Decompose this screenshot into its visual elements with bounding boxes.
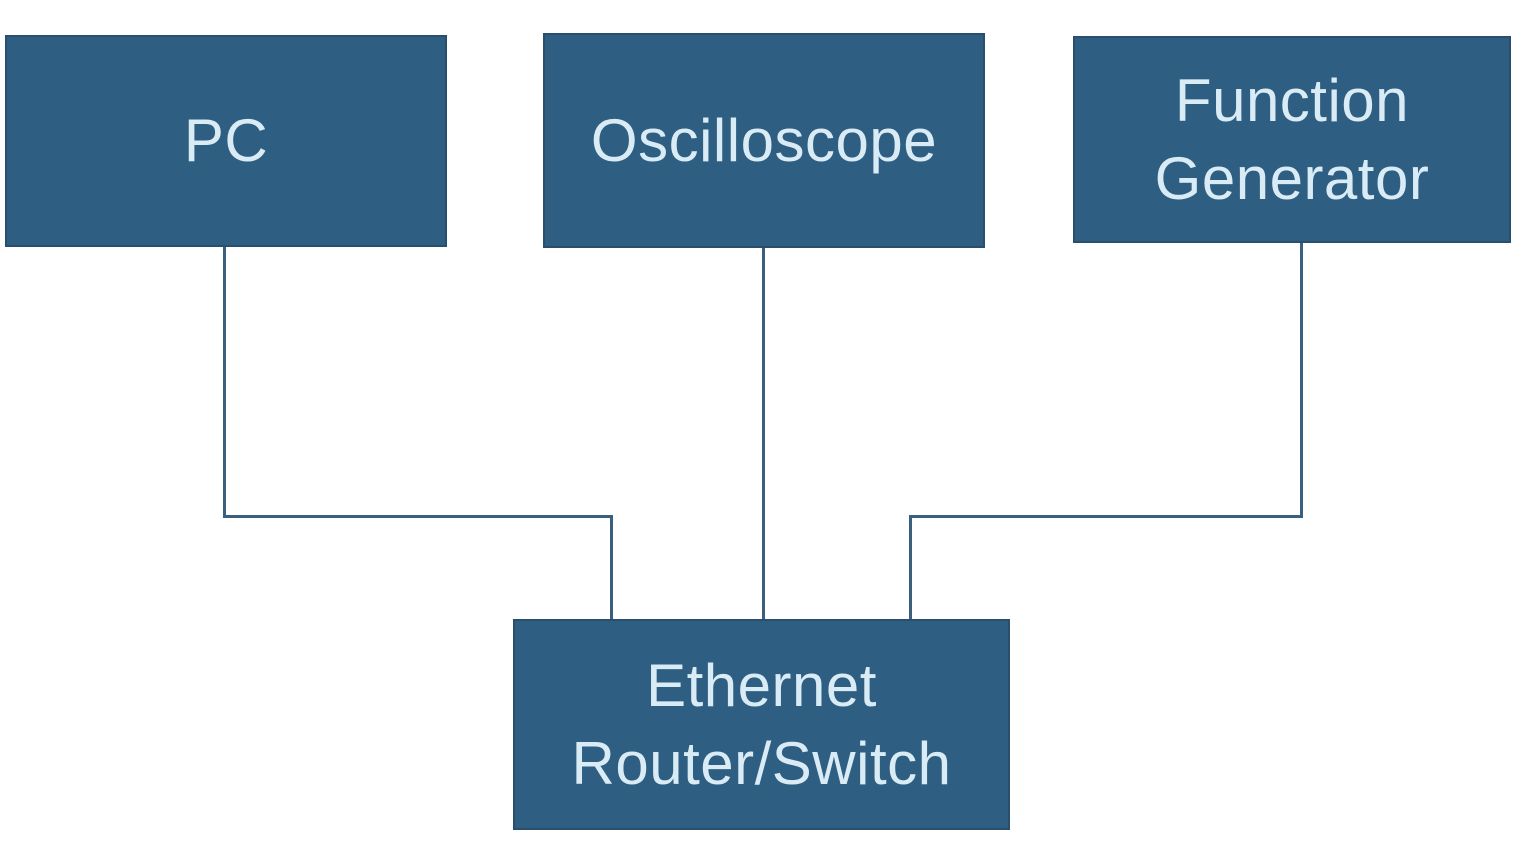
edge-function-generator-router-segment-vertical-top — [1300, 243, 1303, 518]
node-pc: PC — [5, 35, 447, 247]
node-ethernet-router-switch: Ethernet Router/Switch — [513, 619, 1010, 830]
edge-pc-router-segment-horizontal — [223, 515, 613, 518]
edge-pc-router-segment-vertical-top — [223, 247, 226, 518]
node-function-generator-label: Function Generator — [1154, 66, 1430, 212]
edge-oscilloscope-router-segment-vertical — [762, 248, 765, 619]
node-oscilloscope-label: Oscilloscope — [590, 106, 938, 174]
node-pc-label: PC — [183, 107, 269, 174]
node-ethernet-router-switch-label: Ethernet Router/Switch — [571, 651, 952, 797]
edge-pc-router-segment-vertical-bottom — [610, 515, 613, 619]
node-function-generator: Function Generator — [1073, 36, 1511, 243]
edge-function-generator-router-segment-vertical-bottom — [909, 515, 912, 619]
edge-function-generator-router-segment-horizontal — [909, 515, 1303, 518]
node-oscilloscope: Oscilloscope — [543, 33, 985, 248]
